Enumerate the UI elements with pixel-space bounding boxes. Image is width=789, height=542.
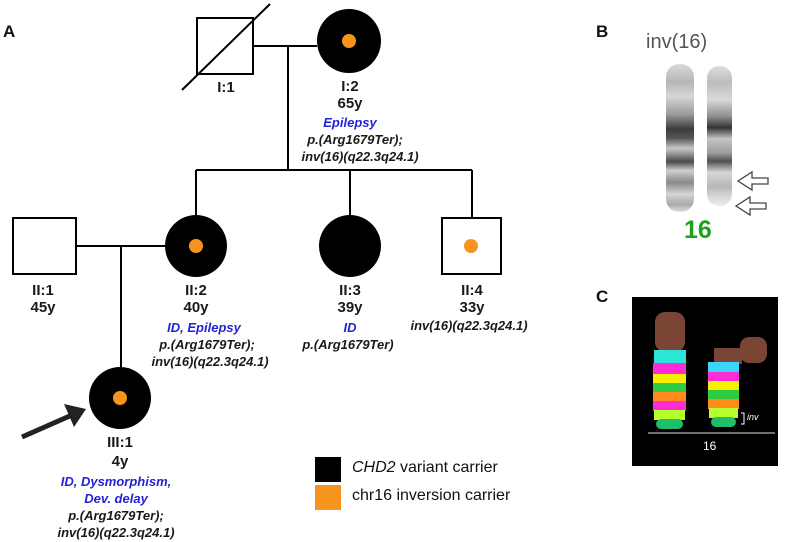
I2-variant-1: p.(Arg1679Ter); bbox=[307, 132, 403, 147]
proband-arrow bbox=[20, 404, 86, 440]
I1-male-symbol bbox=[196, 17, 254, 75]
I2-inversion-dot bbox=[342, 34, 356, 48]
III1-phenotype-2: Dev. delay bbox=[84, 491, 148, 506]
mfish-chromosome-label: 16 bbox=[703, 439, 717, 453]
panel-label-c: C bbox=[596, 287, 609, 306]
legend-orange-swatch bbox=[315, 485, 341, 510]
mfish-chromosome-2 bbox=[708, 337, 767, 427]
III1-inversion-dot bbox=[113, 391, 127, 405]
II3-phenotype: ID bbox=[343, 320, 357, 335]
mfish-chromosome-1 bbox=[653, 312, 686, 429]
II1-male-symbol bbox=[12, 217, 77, 275]
II4-id: II:4 bbox=[461, 282, 483, 299]
I2-variant-2: inv(16)(q22.3q24.1) bbox=[301, 149, 419, 164]
II3-variant-1: p.(Arg1679Ter) bbox=[302, 337, 394, 352]
II2-variant-2: inv(16)(q22.3q24.1) bbox=[151, 354, 269, 369]
legend-black-swatch bbox=[315, 457, 341, 482]
II4-age: 33y bbox=[459, 299, 485, 316]
II1-id: II:1 bbox=[32, 282, 54, 299]
legend-gene-name: CHD2 bbox=[352, 459, 396, 476]
karyotype-chromosome-label: 16 bbox=[684, 216, 712, 244]
I1-id: I:1 bbox=[217, 79, 235, 96]
II2-phenotype: ID, Epilepsy bbox=[167, 320, 241, 335]
legend-carrier-suffix: variant carrier bbox=[395, 459, 498, 476]
I2-phenotype: Epilepsy bbox=[323, 115, 377, 130]
III1-variant-2: inv(16)(q22.3q24.1) bbox=[57, 525, 175, 540]
III1-phenotype-1: ID, Dysmorphism, bbox=[60, 474, 172, 489]
II3-id: II:3 bbox=[339, 282, 361, 299]
II3-female-symbol bbox=[319, 215, 381, 277]
chromosome-inverted bbox=[707, 66, 732, 206]
II4-variant-1: inv(16)(q22.3q24.1) bbox=[410, 318, 528, 333]
breakpoint-arrow-2 bbox=[734, 195, 767, 217]
III1-variant-1: p.(Arg1679Ter); bbox=[68, 508, 164, 523]
II4-inversion-dot bbox=[464, 239, 478, 253]
I1-deceased-slash bbox=[181, 3, 271, 91]
mfish-inv-label: inv bbox=[747, 412, 759, 422]
karyotype-title: inv(16) bbox=[646, 31, 708, 53]
I2-age: 65y bbox=[337, 95, 363, 112]
legend-inversion-label: chr16 inversion carrier bbox=[352, 487, 511, 504]
I2-id: I:2 bbox=[341, 78, 359, 95]
II2-variant-1: p.(Arg1679Ter); bbox=[159, 337, 255, 352]
II2-inversion-dot bbox=[189, 239, 203, 253]
panel-label-a: A bbox=[3, 22, 16, 41]
breakpoint-arrow-1 bbox=[736, 170, 769, 192]
legend-carrier-label: CHD2 variant carrier bbox=[352, 459, 498, 477]
II2-age: 40y bbox=[183, 299, 209, 316]
II1-age: 45y bbox=[30, 299, 56, 316]
III1-id: III:1 bbox=[107, 434, 133, 451]
II2-id: II:2 bbox=[185, 282, 207, 299]
mfish-inv-bracket bbox=[741, 412, 745, 425]
III1-age: 4y bbox=[111, 453, 129, 470]
panel-label-b: B bbox=[596, 22, 609, 41]
chromosome-normal bbox=[666, 64, 694, 212]
II3-age: 39y bbox=[337, 299, 363, 316]
